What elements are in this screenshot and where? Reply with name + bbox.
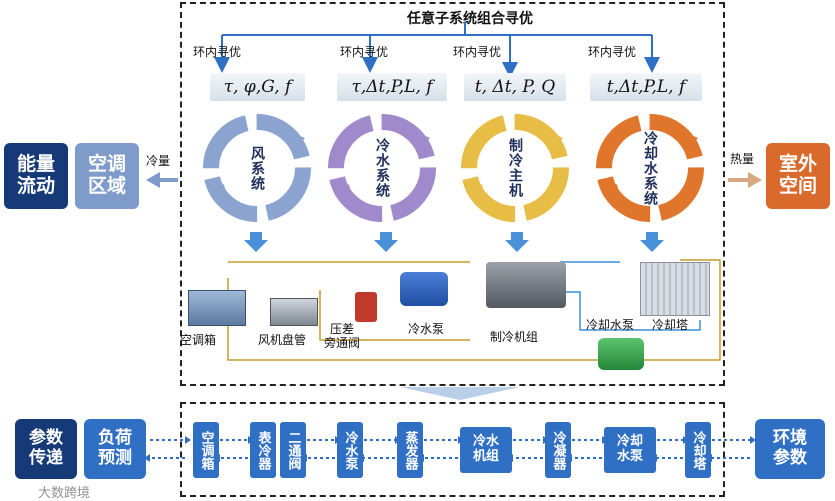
loop-label-2: 环内寻优 bbox=[340, 45, 389, 59]
outdoor-space-box: 室外 空间 bbox=[766, 143, 830, 209]
watermark: 大数跨境 bbox=[38, 486, 91, 501]
ac-zone-box: 空调 区域 bbox=[75, 143, 139, 209]
cooling-tower-image bbox=[640, 262, 710, 316]
energy-flow-box: 能量 流动 bbox=[4, 143, 68, 209]
param-box-cw: t,Δt,P,L, f bbox=[590, 73, 702, 101]
load-forecast-box: 负荷 预测 bbox=[84, 419, 146, 479]
param-box-chiller: t, Δt, P, Q bbox=[464, 73, 566, 101]
chain-condenser: 冷凝器 bbox=[545, 422, 571, 478]
chain-twoway-valve: 二通阀 bbox=[280, 422, 306, 478]
tower-label: 冷却塔 bbox=[652, 318, 689, 332]
cycle-label-cw: 冷却水系统 bbox=[642, 130, 658, 206]
chain-ahu: 空调箱 bbox=[193, 422, 219, 478]
fcu-label: 风机盘管 bbox=[258, 333, 307, 347]
chw-pump-label: 冷水泵 bbox=[408, 322, 445, 336]
chain-chiller: 冷水 机组 bbox=[460, 427, 512, 473]
chiller-label: 制冷机组 bbox=[490, 330, 539, 344]
loop-label-3: 环内寻优 bbox=[453, 45, 502, 59]
loop-label-1: 环内寻优 bbox=[193, 45, 242, 59]
env-params-box: 环境 参数 bbox=[755, 419, 825, 479]
cycle-label-air: 风系统 bbox=[249, 145, 265, 191]
chain-tower: 冷却塔 bbox=[685, 422, 711, 478]
chain-evaporator: 蒸发器 bbox=[397, 422, 423, 478]
ahu-label: 空调箱 bbox=[180, 333, 217, 347]
chain-cw-pump: 冷却 水泵 bbox=[604, 427, 656, 473]
air-system-cycle bbox=[203, 114, 311, 222]
chain-coil: 表冷器 bbox=[250, 422, 276, 478]
cycle-label-chiller: 制冷主机 bbox=[507, 138, 523, 198]
cw-pump-label: 冷却水泵 bbox=[586, 318, 635, 332]
cooling-water-cycle bbox=[596, 114, 704, 222]
fcu-image bbox=[270, 298, 318, 326]
bypass-label: 压差 旁通阀 bbox=[324, 322, 361, 351]
heat-label: 热量 bbox=[730, 152, 755, 166]
loop-label-4: 环内寻优 bbox=[588, 45, 637, 59]
down-arrows bbox=[244, 232, 664, 252]
chain-frame bbox=[180, 402, 725, 497]
cold-label: 冷量 bbox=[146, 154, 171, 168]
ahu-image bbox=[188, 290, 246, 326]
cw-pump-image bbox=[598, 338, 644, 370]
chiller-cycle bbox=[461, 114, 569, 222]
chiller-image bbox=[486, 262, 566, 308]
chw-pump-image bbox=[400, 272, 448, 306]
param-box-chw: τ,Δt,P,L, f bbox=[337, 73, 447, 101]
subsystem-frame bbox=[180, 2, 725, 386]
chain-chw-pump: 冷水泵 bbox=[337, 422, 363, 478]
cycle-label-chw: 冷水系统 bbox=[374, 138, 390, 198]
top-banner-text: 任意子系统组合寻优 bbox=[407, 11, 533, 27]
chilled-water-cycle bbox=[328, 114, 436, 222]
param-box-air: τ, φ,G, f bbox=[210, 73, 305, 101]
param-transfer-box: 参数 传递 bbox=[15, 419, 77, 479]
bypass-valve-image bbox=[355, 292, 377, 322]
